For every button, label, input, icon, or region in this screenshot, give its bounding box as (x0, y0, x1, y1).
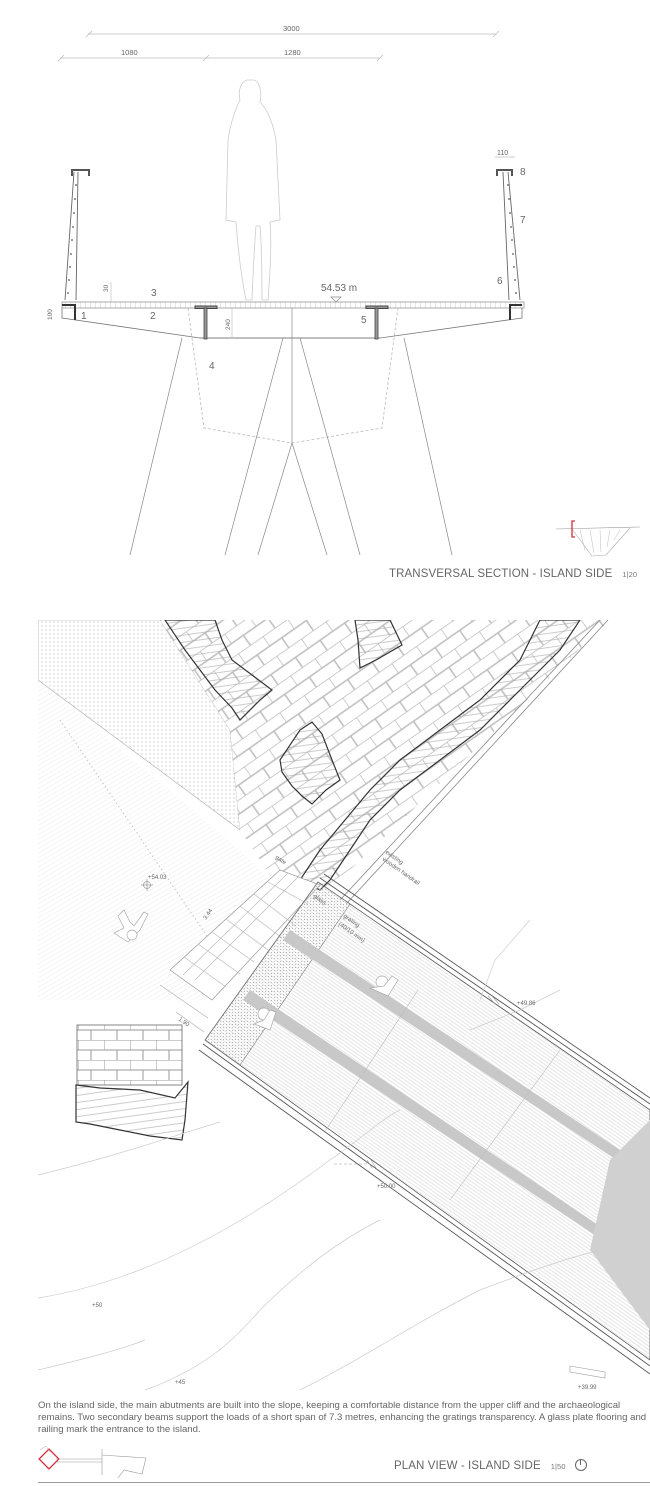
left-railing (64, 169, 90, 301)
handrail-post-marks (334, 995, 606, 1379)
ruin-hatch-4 (75, 1080, 189, 1141)
label-gate: gate (274, 855, 288, 867)
dim-left: 1080 (121, 48, 138, 57)
deck-end-panel (590, 1120, 650, 1330)
person-plan-icon-3 (253, 1007, 277, 1031)
elevation-4986: +49.86 (517, 1001, 536, 1007)
label-1: 1 (81, 311, 87, 322)
label-4: 4 (209, 361, 215, 372)
plan-title-text: PLAN VIEW - ISLAND SIDE (394, 1460, 541, 1472)
ruin-hatch-1 (164, 620, 273, 721)
label-3: 3 (151, 288, 157, 299)
section-title-text: TRANSVERSAL SECTION - ISLAND SIDE (389, 568, 613, 580)
plan-scale: 1|50 (550, 1462, 566, 1471)
dim-30: 30 (103, 284, 110, 292)
lower-brick-block (76, 1024, 183, 1086)
right-railing-dots (507, 184, 517, 294)
elevation-label: 54.53 m (321, 283, 357, 294)
section-key-map-icon (555, 520, 641, 557)
ground-area (38, 680, 280, 1000)
label-7: 7 (520, 215, 526, 226)
north-arrow-icon (574, 1459, 587, 1471)
dim-240: 240 (225, 319, 232, 330)
person-plan-icon-2 (368, 975, 399, 997)
elevation-triangle-icon (330, 296, 342, 303)
deck-edge-rails (198, 873, 650, 1375)
label-2: 2 (150, 311, 156, 322)
label-6: 6 (497, 276, 503, 287)
label-8: 8 (520, 167, 526, 178)
elevation-5403: +54.03 (148, 875, 167, 881)
section-title: TRANSVERSAL SECTION - ISLAND SIDE 1|20 (389, 568, 637, 580)
right-edge-angle (509, 304, 522, 320)
label-5: 5 (361, 315, 367, 326)
right-railing (496, 169, 521, 301)
dim-100: 100 (47, 309, 54, 320)
dim-middle: 1280 (284, 48, 301, 57)
person-plan-icon-1 (113, 909, 149, 943)
elevation-5000: +50.00 (377, 1184, 396, 1190)
plan-title: PLAN VIEW - ISLAND SIDE 1|50 (394, 1457, 587, 1472)
elevation-45: +45 (175, 1380, 186, 1386)
section-scale: 1|20 (622, 570, 638, 579)
dimension-lines (57, 30, 515, 158)
dim-190: 1.90 (177, 1017, 191, 1029)
dim-overall: 3000 (283, 24, 300, 33)
ruin-hatch-2 (354, 620, 403, 669)
deck-structure (61, 308, 523, 339)
secondary-beam-left (194, 305, 218, 340)
person-silhouette (225, 79, 281, 301)
left-railing-dots (67, 184, 77, 294)
dim-344: 3.44 (203, 908, 215, 922)
secondary-beam-right (365, 305, 389, 340)
plan-view-drawing: gate glass grating (40/10 mm) existing w… (38, 620, 650, 1391)
ruin-hatch-strip (299, 620, 581, 891)
existing-handrail (339, 620, 609, 905)
elevation-50: +50 (92, 1303, 103, 1309)
beam-strip-1 (283, 930, 650, 1182)
ruin-hatch-3 (279, 721, 341, 805)
beam-strip-2 (243, 990, 650, 1272)
elevation-3999: +39.99 (578, 1385, 597, 1391)
contour-lines (38, 919, 601, 1390)
description-paragraph: On the island side, the main abutments a… (38, 1400, 647, 1436)
survey-point-icon (141, 879, 153, 891)
transversal-section-drawing: 3000 1080 1280 110 (47, 24, 641, 557)
left-edge-angle (62, 304, 76, 320)
bottom-divider (38, 1482, 650, 1483)
glass-floor (204, 881, 351, 1066)
dim-handrail: 110 (497, 150, 508, 157)
support-legs (129, 308, 453, 556)
